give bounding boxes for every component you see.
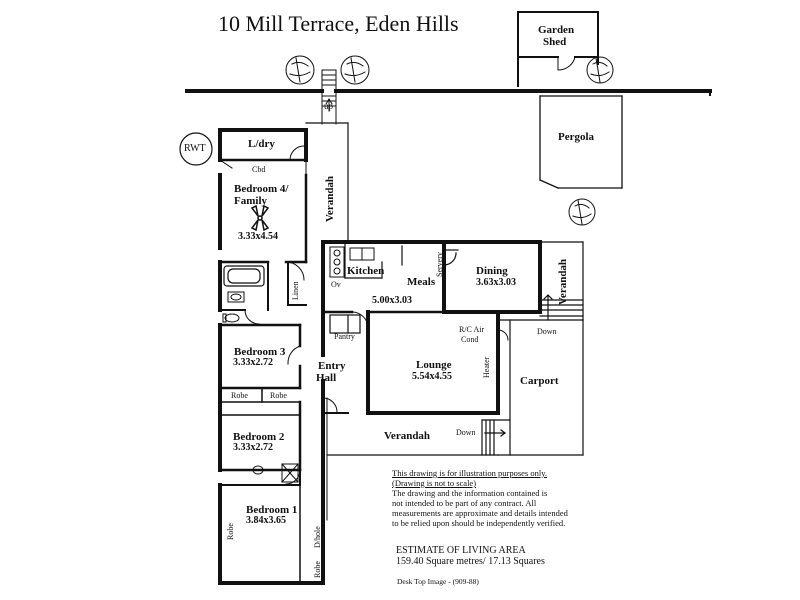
- tree-icon: [340, 55, 370, 85]
- bedroom4-label-2: Family: [234, 195, 267, 207]
- garden-shed-label-1: Garden: [538, 24, 575, 36]
- bath-icon: [223, 265, 265, 287]
- robe-label-1: Robe: [231, 391, 248, 400]
- entry-stairs: [321, 69, 337, 125]
- plan-title: 10 Mill Terrace, Eden Hills: [218, 11, 459, 36]
- toilet-icon: [252, 465, 264, 475]
- basin-icon: [227, 291, 245, 303]
- heater-label: Heater: [482, 356, 491, 378]
- kitchen-benches: [329, 241, 459, 334]
- living-area-estimate: ESTIMATE OF LIVING AREA 159.40 Square me…: [396, 545, 545, 567]
- pergola: [539, 95, 623, 189]
- carport: [497, 319, 584, 456]
- tree-icon: [586, 56, 614, 84]
- bedroom2-label: Bedroom 2: [233, 431, 285, 443]
- meals-label: Meals: [407, 276, 436, 288]
- verandah-right-label: Verandah: [557, 258, 569, 305]
- verandah-bottom-label: Verandah: [384, 430, 431, 442]
- ceiling-fan-icon: [250, 204, 270, 232]
- bedroom1-label: Bedroom 1: [246, 504, 298, 516]
- lounge-size: 5.54x4.55: [412, 371, 452, 382]
- air-cond-label-2: Cond: [461, 335, 479, 344]
- pantry-label: Pantry: [334, 332, 355, 341]
- disclaimer-line-5: measurements are approximate and details…: [392, 508, 568, 518]
- pergola-label: Pergola: [558, 131, 595, 143]
- bedroom4-label-1: Bedroom 4/: [234, 183, 289, 195]
- cupboard-label: Cbd: [252, 165, 266, 174]
- disclaimer-line-3: The drawing and the information containe…: [392, 488, 548, 498]
- oven-label: Ov: [331, 280, 341, 289]
- tree-icon: [568, 198, 596, 226]
- garden-shed: [517, 11, 599, 87]
- dining-size: 3.63x3.03: [476, 277, 516, 288]
- garden-shed-label-2: Shed: [543, 36, 567, 48]
- entry-hall-label-2: Hall: [316, 372, 337, 384]
- living-area-heading: ESTIMATE OF LIVING AREA: [396, 545, 526, 556]
- bedroom1-robe-label-2: Robe: [313, 561, 322, 578]
- dining-label: Dining: [476, 265, 508, 277]
- boundary-fence: [185, 89, 712, 96]
- dhole-label: D/hole: [313, 526, 322, 548]
- servery-label: Servery: [435, 252, 444, 277]
- air-cond-label-1: R/C Air: [459, 325, 485, 334]
- shower-icon: [281, 463, 299, 483]
- bedroom1-robe-label: Robe: [226, 523, 235, 540]
- rwt-label: RWT: [184, 143, 206, 154]
- house-walls: [218, 128, 325, 585]
- stairs-up-label: up: [324, 101, 333, 111]
- tree-icon: [285, 55, 315, 85]
- disclaimer-line-6: to be relied upon should be independentl…: [392, 518, 566, 528]
- living-area-value: 159.40 Square metres/ 17.13 Squares: [396, 556, 545, 567]
- verandah-top-label: Verandah: [324, 175, 336, 222]
- entry-hall-label-1: Entry: [318, 360, 346, 372]
- lounge-label: Lounge: [416, 359, 452, 371]
- credit-text: Desk Top Image - (909-88): [397, 577, 479, 586]
- verandah-bottom: [326, 419, 511, 456]
- disclaimer-notes: This drawing is for illustration purpose…: [392, 468, 582, 528]
- stove-icon: [329, 246, 345, 278]
- laundry-label: L/dry: [248, 138, 275, 150]
- disclaimer-line-4: not intended to be part of any contract.…: [392, 498, 537, 508]
- verandah-right: [539, 241, 584, 321]
- stairs-down-right-label: Down: [537, 327, 557, 336]
- bedroom3-label: Bedroom 3: [234, 346, 286, 358]
- bedroom1-size: 3.84x3.65: [246, 515, 286, 526]
- kitchen-label: Kitchen: [347, 265, 385, 277]
- robe-label-2: Robe: [270, 391, 287, 400]
- disclaimer-line-2: (Drawing is not to scale): [392, 478, 477, 488]
- stairs-down-bottom-label: Down: [456, 428, 476, 437]
- sink-icon: [349, 247, 375, 261]
- disclaimer-line-1: This drawing is for illustration purpose…: [392, 468, 548, 478]
- door-swings: [219, 145, 509, 485]
- bedroom4-size: 3.33x4.54: [238, 231, 278, 242]
- tank-icon: [179, 132, 213, 166]
- bedroom3-size: 3.33x2.72: [233, 357, 273, 368]
- verandah-left: [305, 122, 349, 521]
- carport-label: Carport: [520, 375, 559, 387]
- linen-label: Linen: [291, 281, 300, 300]
- meals-size: 5.00x3.03: [372, 295, 412, 306]
- toilet-icon: [222, 313, 240, 323]
- bedroom2-size: 3.33x2.72: [233, 442, 273, 453]
